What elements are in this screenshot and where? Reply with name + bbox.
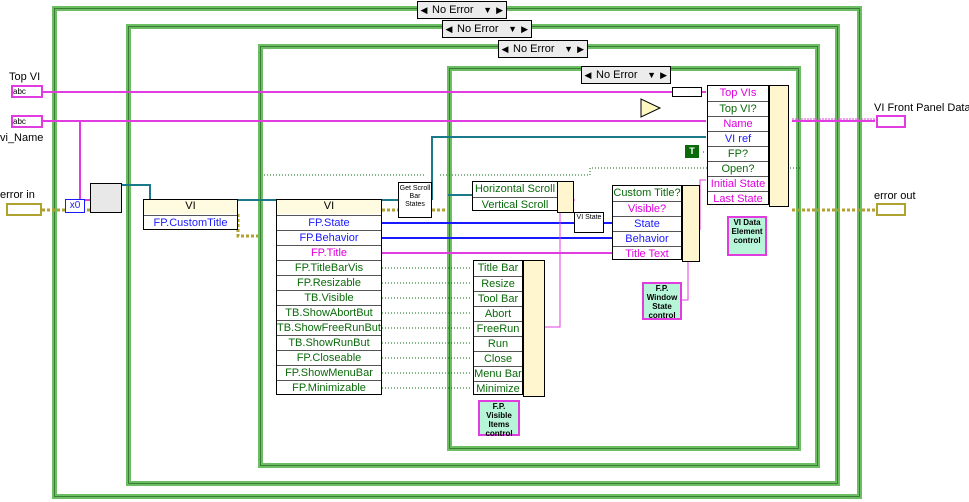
selector-right-icon[interactable]: ▶	[521, 24, 529, 34]
cluster-constant-visible-items[interactable]: F.P. Visible Items control	[478, 400, 520, 438]
open-vi-reference-icon[interactable]	[90, 183, 122, 213]
bundle-scroll-terminal	[557, 181, 574, 213]
case-selector-label: No Error	[432, 4, 474, 16]
subvi-vi-state[interactable]: VI State	[574, 212, 604, 233]
case-selector-label: No Error	[596, 69, 638, 81]
bundle-row[interactable]: Last State	[708, 191, 768, 206]
selector-right-icon[interactable]: ▶	[660, 70, 668, 80]
property-row[interactable]: FP.State	[277, 215, 381, 230]
bundle-row[interactable]: FP?	[708, 146, 768, 161]
bundle-row[interactable]: Name	[708, 116, 768, 131]
indicator-error-out[interactable]	[876, 203, 906, 216]
bundle-row[interactable]: Initial State	[708, 176, 768, 191]
label-vi-front-panel-data: VI Front Panel Data	[874, 102, 969, 114]
bundle-row[interactable]: Run	[474, 336, 522, 351]
bundle-row[interactable]: Minimize	[474, 381, 522, 396]
selector-left-icon[interactable]: ◀	[420, 5, 428, 15]
bundle-row[interactable]: Title Bar	[477, 262, 519, 274]
bundle-row[interactable]: FreeRun	[474, 321, 522, 336]
bundle-data-terminal	[769, 85, 789, 207]
selector-left-icon[interactable]: ◀	[501, 44, 509, 54]
property-row[interactable]: FP.Behavior	[277, 230, 381, 245]
bundle-row[interactable]: Title Text	[613, 246, 681, 261]
label-error-in: error in	[0, 189, 35, 201]
indicator-vi-front-panel-data[interactable]	[876, 115, 906, 128]
bundle-window-state[interactable]: Custom Title? Visible? State Behavior Ti…	[612, 185, 682, 260]
bundle-vi-data[interactable]: Top VIs Top VI? Name VI ref FP? Open? In…	[707, 85, 769, 205]
bundle-row[interactable]: Visible?	[613, 201, 681, 216]
control-vi-name[interactable]: abc	[11, 115, 43, 128]
selector-dropdown-icon[interactable]: ▼	[508, 24, 518, 34]
property-row[interactable]: FP.TitleBarVis	[277, 260, 381, 275]
property-row[interactable]: FP.CustomTitle	[144, 215, 237, 230]
label-top-vi: Top VI	[9, 71, 41, 83]
case-selector-level3[interactable]: ◀ No Error ▼ ▶	[498, 40, 588, 58]
selector-right-icon[interactable]: ▶	[496, 5, 504, 15]
bundle-row[interactable]: Menu Bar	[474, 366, 522, 380]
bundle-visible-terminal	[523, 260, 545, 397]
property-node-header: VI	[277, 200, 381, 214]
case-selector-level2[interactable]: ◀ No Error ▼ ▶	[442, 20, 532, 38]
zero-constant[interactable]: x0	[65, 199, 85, 213]
true-constant[interactable]: T	[685, 145, 699, 158]
bundle-window-terminal	[682, 185, 700, 262]
control-top-vi[interactable]: abc	[11, 85, 43, 98]
bundle-row[interactable]: Vertical Scroll	[473, 197, 557, 212]
selector-right-icon[interactable]: ▶	[577, 44, 585, 54]
bundle-row[interactable]: VI ref	[708, 131, 768, 146]
label-vi-name: vi_Name	[0, 132, 44, 144]
case-selector-label: No Error	[513, 43, 555, 55]
cluster-constant-window-state[interactable]: F.P. Window State control	[642, 282, 682, 320]
property-row[interactable]: TB.ShowAbortBut	[277, 305, 381, 320]
property-node-custom-title[interactable]: VI FP.CustomTitle	[143, 199, 238, 230]
selector-left-icon[interactable]: ◀	[445, 24, 453, 34]
property-row[interactable]: FP.Title	[277, 245, 381, 260]
bundle-row[interactable]: Top VI?	[708, 101, 768, 116]
selector-left-icon[interactable]: ◀	[584, 70, 592, 80]
bundle-row[interactable]: Custom Title?	[613, 187, 681, 199]
bundle-row[interactable]: State	[613, 216, 681, 231]
bundle-row[interactable]: Behavior	[613, 231, 681, 246]
case-selector-outer[interactable]: ◀ No Error ▼ ▶	[417, 1, 507, 19]
property-row[interactable]: FP.Resizable	[277, 275, 381, 290]
bundle-row[interactable]: Resize	[474, 276, 522, 291]
cluster-constant-vi-data-element[interactable]: VI Data Element control	[727, 216, 767, 256]
label-error-out: error out	[874, 190, 916, 202]
property-row[interactable]: TB.ShowFreeRunBut	[277, 320, 381, 334]
bundle-row[interactable]: Abort	[474, 306, 522, 321]
subvi-get-scroll-bar-states[interactable]: Get Scroll Bar States	[398, 182, 432, 218]
bundle-row[interactable]: Horizontal Scroll	[474, 183, 556, 195]
empty-array-constant[interactable]	[672, 87, 702, 97]
bundle-row[interactable]: Tool Bar	[474, 291, 522, 306]
bundle-row[interactable]: Close	[474, 351, 522, 366]
control-error-in[interactable]	[6, 203, 42, 216]
selector-dropdown-icon[interactable]: ▼	[647, 70, 657, 80]
selector-dropdown-icon[interactable]: ▼	[483, 5, 493, 15]
bundle-row[interactable]: Top VIs	[719, 87, 757, 99]
property-row[interactable]: FP.Closeable	[277, 350, 381, 365]
bundle-visible-items[interactable]: Title Bar Resize Tool Bar Abort FreeRun …	[473, 260, 523, 395]
property-row[interactable]: FP.Minimizable	[277, 380, 381, 395]
case-selector-label: No Error	[457, 23, 499, 35]
property-row[interactable]: TB.Visible	[277, 290, 381, 305]
bundle-row[interactable]: Open?	[708, 161, 768, 176]
property-row[interactable]: TB.ShowRunBut	[277, 335, 381, 350]
property-node-header: VI	[144, 200, 237, 214]
selector-dropdown-icon[interactable]: ▼	[564, 44, 574, 54]
unbundle-scroll[interactable]: Horizontal Scroll Vertical Scroll	[472, 181, 558, 211]
property-row[interactable]: FP.ShowMenuBar	[277, 365, 381, 380]
case-selector-level4[interactable]: ◀ No Error ▼ ▶	[581, 66, 671, 84]
property-node-vi[interactable]: VI FP.State FP.Behavior FP.Title FP.Titl…	[276, 199, 382, 395]
